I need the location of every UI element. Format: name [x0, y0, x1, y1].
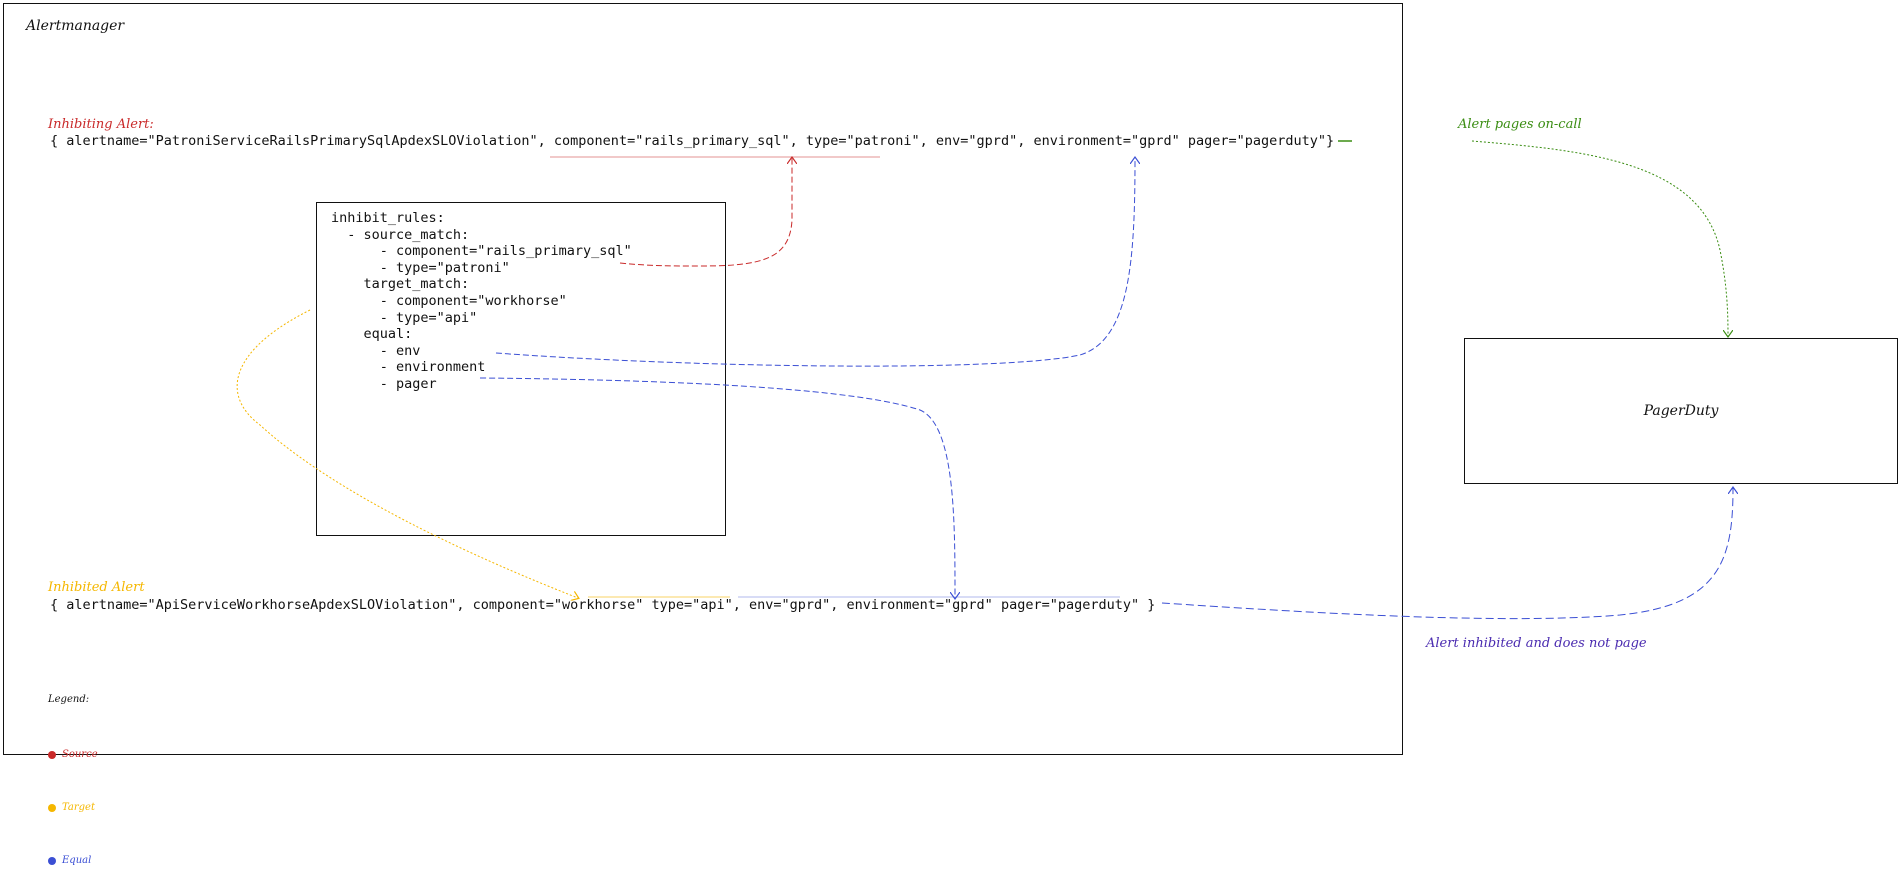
- alertmanager-frame: [3, 3, 1403, 755]
- equal-env-arrow: [495, 158, 1135, 367]
- equal-dot-icon: [48, 856, 56, 865]
- inhibit-rules-list: inhibit_rules: - source_match: - compone…: [331, 210, 632, 393]
- legend-label: Equal: [62, 855, 92, 866]
- inhibited-alert-text: { alertname="ApiServiceWorkhorseApdexSLO…: [50, 597, 1156, 613]
- diagram-title: Alertmanager: [26, 18, 125, 34]
- inhibit-rules-box: inhibit_rules: - source_match: - compone…: [316, 202, 726, 536]
- source-arrow: [619, 158, 792, 267]
- rule-line: - component="rails_primary_sql": [331, 243, 632, 260]
- rule-line: inhibit_rules:: [331, 210, 445, 226]
- target-dot-icon: [48, 803, 56, 812]
- inhibited-arrow: [1161, 488, 1733, 620]
- rule-line: - source_match:: [331, 226, 470, 243]
- legend-title: Legend:: [48, 694, 90, 705]
- legend-label: Target: [62, 802, 95, 813]
- inhibited-note: Alert inhibited and does not page: [1426, 636, 1647, 651]
- connectors: [236, 140, 1900, 620]
- inhibiting-alert-text: { alertname="PatroniServiceRailsPrimaryS…: [50, 133, 1335, 149]
- source-dot-icon: [48, 750, 56, 759]
- pagerduty-label: PagerDuty: [1643, 403, 1719, 419]
- pagerduty-box: PagerDuty: [1464, 338, 1898, 484]
- legend-label: Source: [62, 749, 98, 760]
- rule-line: equal:: [331, 326, 413, 343]
- inhibited-alert-label: Inhibited Alert: [48, 580, 145, 595]
- legend-item-source: Source: [48, 747, 98, 762]
- equal-pager-arrow: [479, 377, 955, 598]
- inhibiting-alert-label: Inhibiting Alert:: [48, 117, 154, 132]
- rule-line: - environment: [331, 359, 486, 376]
- rule-line: target_match:: [331, 276, 470, 293]
- rule-line: - type="api": [331, 309, 478, 326]
- rule-line: - type="patroni": [331, 259, 510, 276]
- pages-oncall-note: Alert pages on-call: [1458, 117, 1582, 132]
- target-arrow: [236, 309, 578, 598]
- legend-item-equal: Equal: [48, 853, 98, 868]
- rule-line: - component="workhorse": [331, 292, 567, 309]
- rule-line: - env: [331, 342, 421, 359]
- pages-arrow: [1471, 140, 1728, 336]
- rule-line: - pager: [331, 375, 437, 392]
- legend-item-target: Target: [48, 800, 98, 815]
